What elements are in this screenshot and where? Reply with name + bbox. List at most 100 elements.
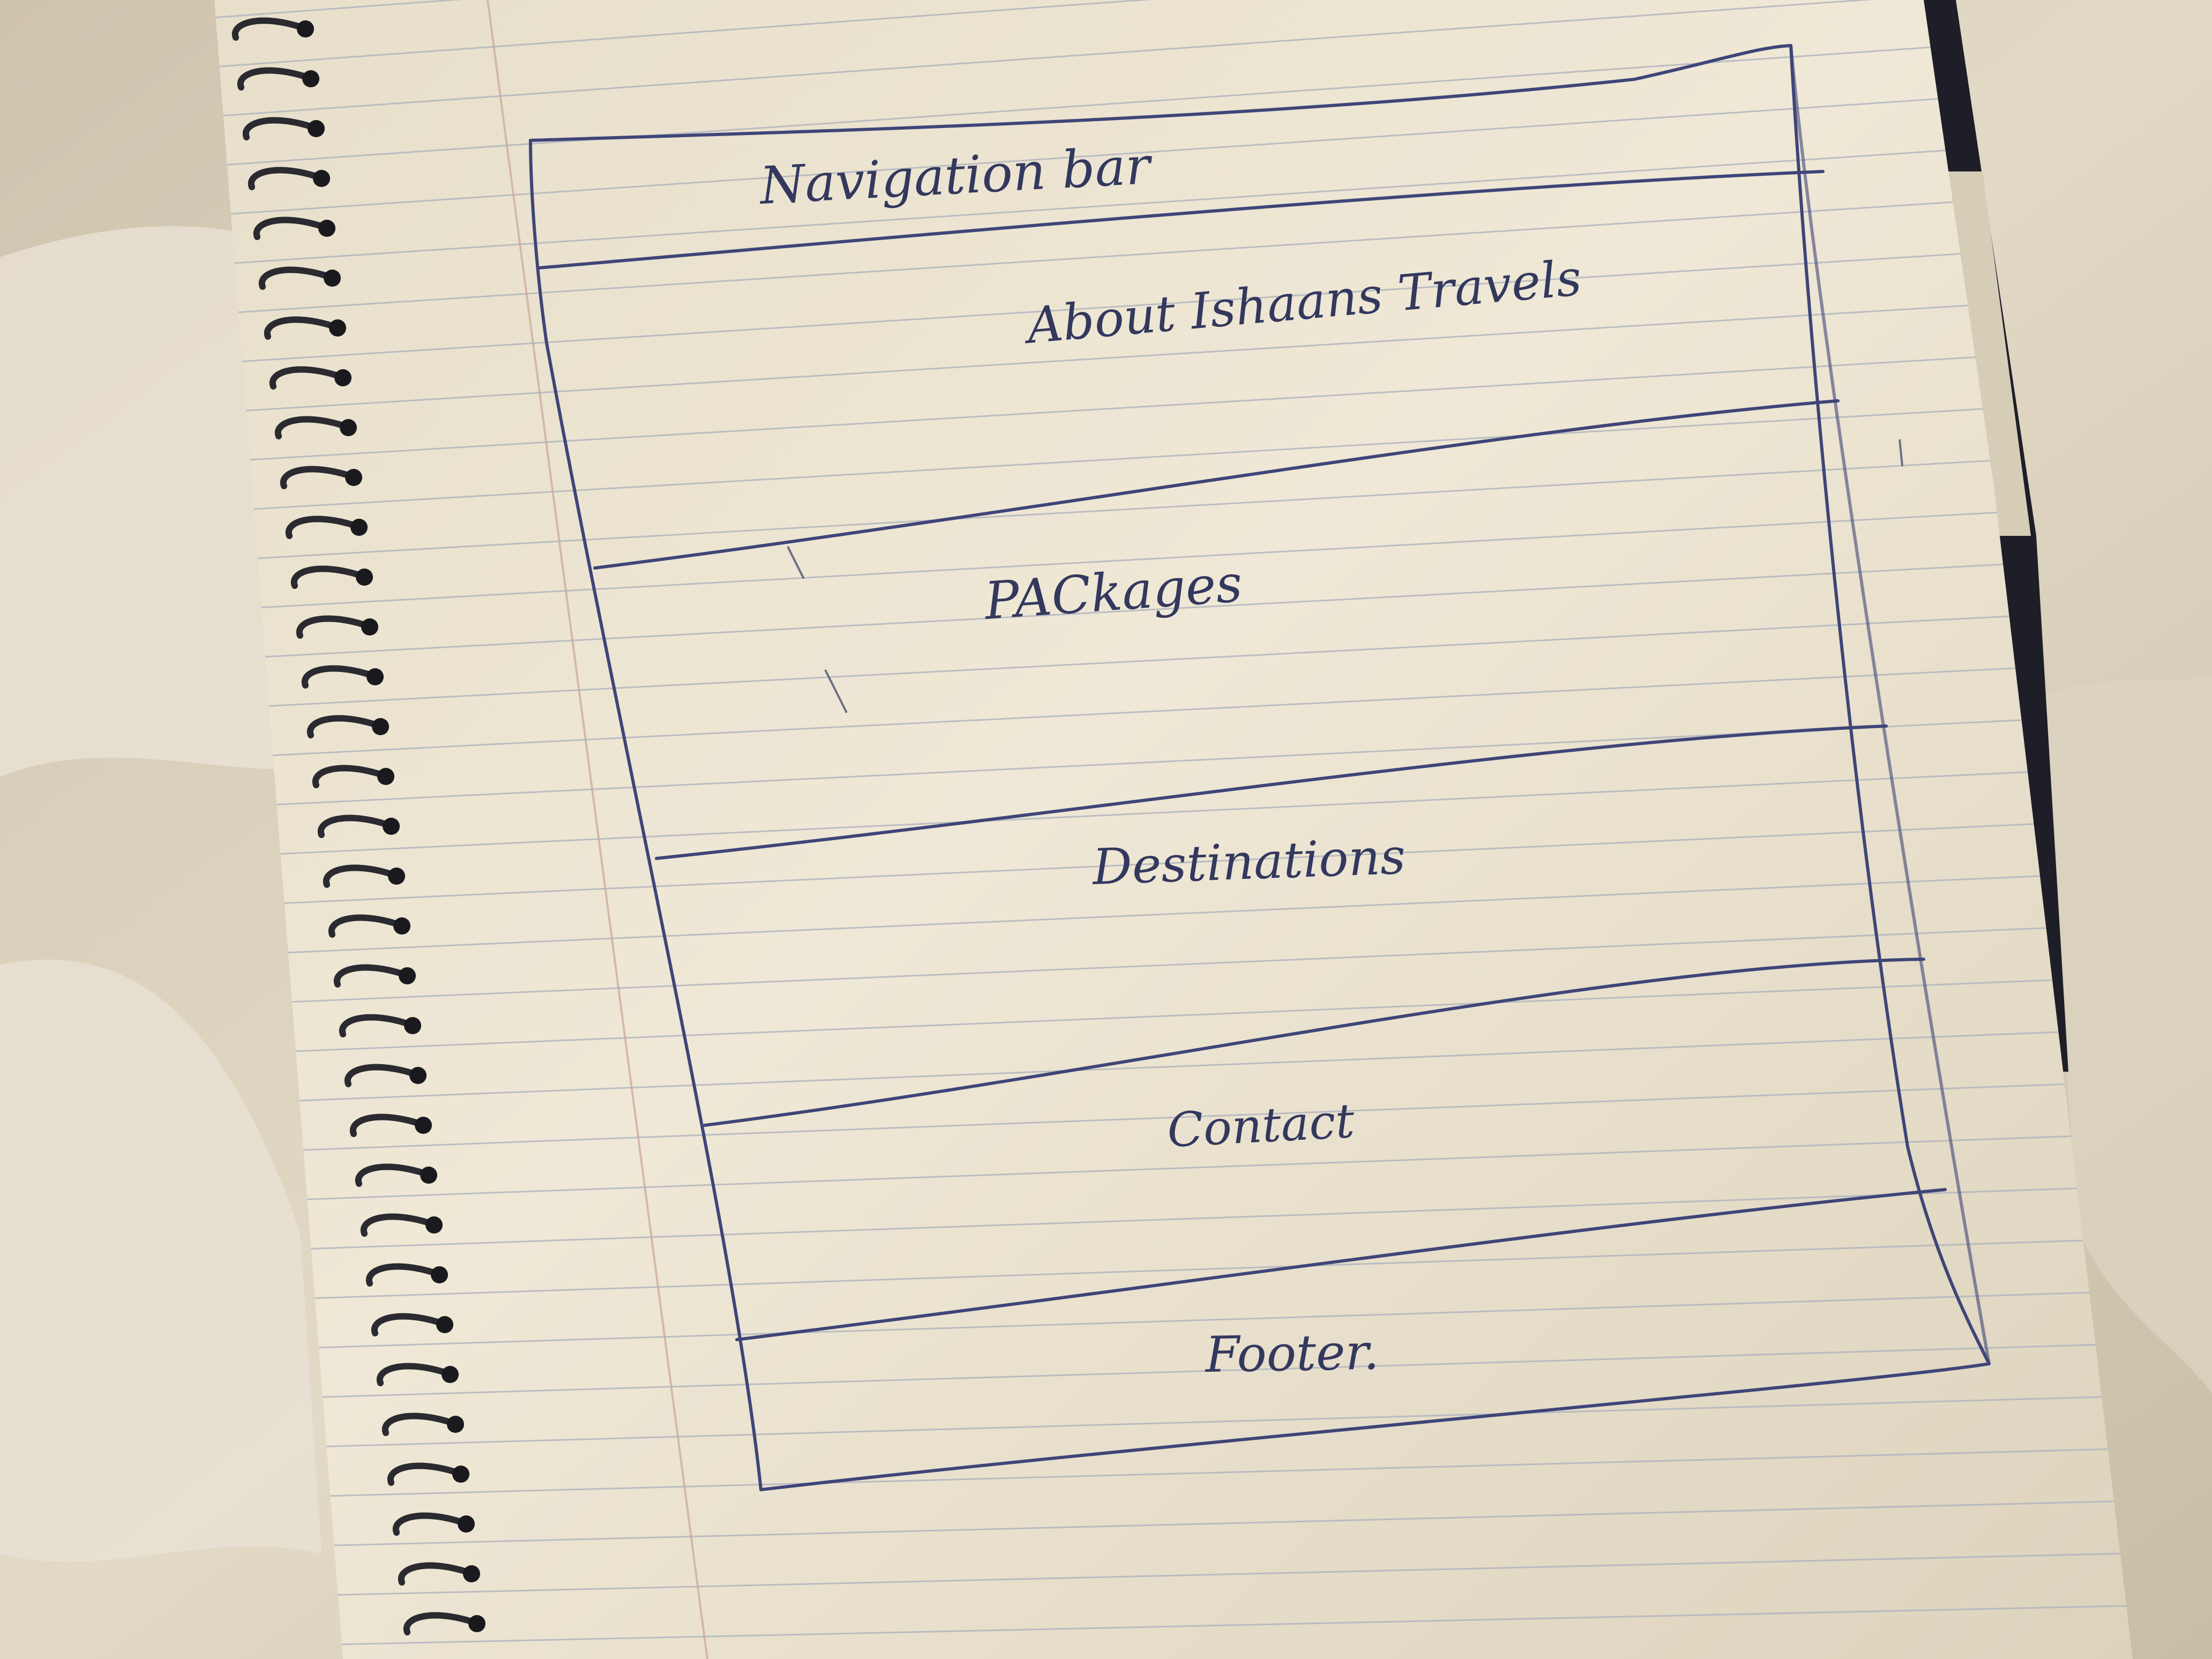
spiral-ring xyxy=(360,1213,432,1237)
ruled-line xyxy=(214,658,2133,762)
binding-hole xyxy=(436,1316,453,1333)
spiral-ring xyxy=(274,416,346,439)
binding-hole xyxy=(420,1167,437,1184)
spiral-ring xyxy=(312,765,384,788)
binding-hole xyxy=(404,1017,421,1034)
binding-hole xyxy=(415,1117,432,1134)
ruled-line xyxy=(214,1236,2133,1304)
ruled-line xyxy=(214,1341,2133,1403)
binding-hole xyxy=(340,419,357,436)
ruled-line xyxy=(214,185,2133,318)
binding-hole xyxy=(468,1615,485,1632)
ruled-line xyxy=(214,1078,2133,1156)
ruled-line xyxy=(214,973,2133,1058)
spiral-ring xyxy=(258,266,330,290)
binding-hole xyxy=(383,818,400,835)
section-label-contact: Contact xyxy=(1166,1093,1356,1158)
ruled-line xyxy=(214,1131,2133,1206)
ruled-line xyxy=(214,395,2133,515)
spiral-ring xyxy=(237,67,309,91)
divider-packages-destinations xyxy=(655,724,1888,860)
spiral-ring xyxy=(296,615,368,639)
ruled-lines xyxy=(214,0,2133,1649)
spiral-ring xyxy=(333,964,405,988)
binding-hole xyxy=(388,868,405,885)
spiral-ring xyxy=(403,1612,475,1635)
ruled-line xyxy=(214,1026,2133,1107)
notebook-page xyxy=(214,0,2133,1659)
spiral-ring xyxy=(344,1064,416,1087)
binding-hole xyxy=(361,618,378,636)
binding-hole xyxy=(409,1067,427,1084)
ruled-line xyxy=(214,1393,2133,1452)
cloth-fold xyxy=(0,959,322,1562)
spiral-ring xyxy=(317,814,389,838)
spiral-ring xyxy=(269,366,341,390)
binding-hole xyxy=(313,170,330,187)
spiral-ring xyxy=(231,17,303,41)
binding-hole xyxy=(425,1216,443,1234)
binding-hole xyxy=(345,469,362,486)
binding-hole xyxy=(356,569,373,586)
binding-hole xyxy=(372,718,389,735)
ruled-line xyxy=(214,343,2133,466)
spiral-ring xyxy=(248,167,319,190)
spiral-ring xyxy=(392,1512,464,1536)
binding-hole xyxy=(302,70,319,87)
binding-hole xyxy=(329,319,346,337)
spiral-ring xyxy=(355,1163,427,1187)
ruled-line xyxy=(214,921,2133,1008)
spiral-ring xyxy=(264,316,335,340)
ruled-line xyxy=(214,1603,2133,1649)
spiral-ring xyxy=(371,1313,443,1336)
binding-hole xyxy=(350,519,368,536)
binding-hole xyxy=(334,369,352,386)
spiral-ring xyxy=(349,1114,421,1137)
spiral-ring xyxy=(382,1413,453,1436)
section-label-destinations: Destinations xyxy=(1090,828,1407,896)
binding-hole xyxy=(399,967,416,984)
spiral-binding xyxy=(231,17,485,1635)
binding-hole xyxy=(297,20,314,38)
notebook-back-page xyxy=(1940,171,2031,536)
ruled-line xyxy=(214,606,2133,713)
spiral-ring xyxy=(285,515,357,539)
spiral-ring xyxy=(365,1263,437,1287)
spiral-ring xyxy=(387,1462,459,1486)
binding-hole xyxy=(393,917,410,935)
binding-hole xyxy=(442,1366,459,1383)
spiral-ring xyxy=(398,1562,469,1586)
ruled-line xyxy=(214,1183,2133,1255)
ruled-line xyxy=(214,28,2133,170)
spiral-ring xyxy=(301,665,373,689)
wireframe-outer-frame xyxy=(529,44,1991,1491)
spiral-ring xyxy=(307,715,378,738)
binding-hole xyxy=(447,1416,464,1433)
spiral-ring xyxy=(290,565,362,589)
wireframe-frame-edge xyxy=(1789,44,1991,1365)
ruled-line xyxy=(214,1446,2133,1501)
divider-nav-about xyxy=(537,170,1825,270)
spiral-ring xyxy=(376,1363,448,1386)
binding-hole xyxy=(318,220,335,237)
binding-hole xyxy=(377,768,394,785)
ruled-line xyxy=(214,238,2133,368)
spiral-ring xyxy=(280,466,352,489)
ruled-line xyxy=(214,290,2133,417)
stray-mark xyxy=(787,546,805,579)
binding-hole xyxy=(458,1515,475,1533)
ruled-line xyxy=(214,1551,2133,1600)
stray-mark xyxy=(824,669,848,713)
divider-contact-footer xyxy=(735,1188,1947,1341)
ruled-line xyxy=(214,816,2133,910)
binding-hole xyxy=(324,270,341,287)
ruled-line xyxy=(214,133,2133,269)
ruled-line xyxy=(214,448,2133,565)
section-label-footer: Footer. xyxy=(1204,1323,1380,1384)
ruled-line xyxy=(214,1288,2133,1354)
spiral-ring xyxy=(323,864,394,888)
divider-destinations-contact xyxy=(703,958,1925,1127)
binding-hole xyxy=(452,1466,469,1483)
ruled-line xyxy=(214,1498,2133,1551)
